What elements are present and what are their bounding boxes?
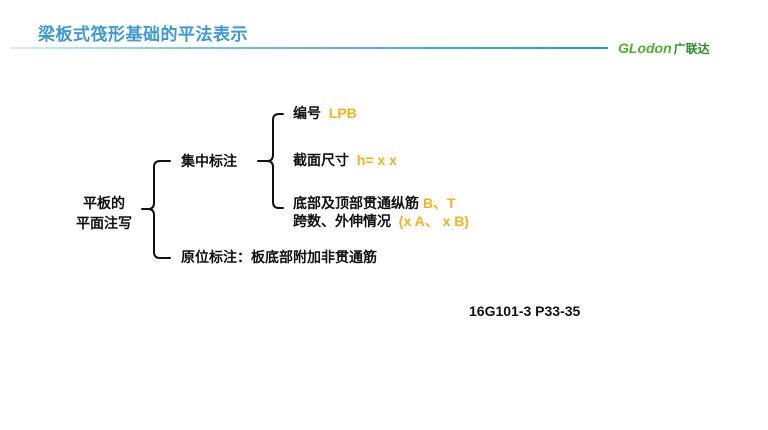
leaf-code: 编号 LPB (293, 105, 357, 122)
leaf-span-value: (x A、 x B) (398, 213, 470, 229)
leaf-span-label: 跨数、外伸情况 (293, 213, 391, 229)
leaf-section-value: h= x x (356, 152, 397, 168)
leaf-section-label: 截面尺寸 (293, 152, 349, 168)
slide-title: 梁板式筏形基础的平法表示 (38, 25, 248, 44)
leaf-rebar-label: 底部及顶部贯通纵筋 (293, 195, 419, 211)
inner-brace (257, 113, 284, 209)
outer-brace (141, 160, 171, 259)
leaf-code-value: LPB (328, 105, 357, 121)
leaf-code-label: 编号 (293, 105, 321, 121)
leaf-rebar-value: B、T (422, 195, 456, 211)
branch-centralized-label: 集中标注 (181, 153, 237, 169)
leaf-section-size: 截面尺寸 h= x x (293, 152, 397, 169)
leaf-rebar-line-2: 跨数、外伸情况 (x A、 x B) (293, 213, 469, 230)
root-line-2: 平面注写 (76, 215, 132, 231)
root-line-1: 平板的 (83, 195, 125, 211)
logo-cn: 广联达 (673, 42, 710, 56)
logo-latin: GLodon (618, 40, 672, 56)
header-divider (10, 47, 608, 49)
leaf-rebar-line-1: 底部及顶部贯通纵筋 B、T (293, 195, 456, 212)
code-reference: 16G101-3 P33-35 (469, 303, 581, 319)
branch-original-position-label: 原位标注：板底部附加非贯通筋 (181, 249, 377, 265)
root-node: 平板的 平面注写 (66, 193, 142, 233)
